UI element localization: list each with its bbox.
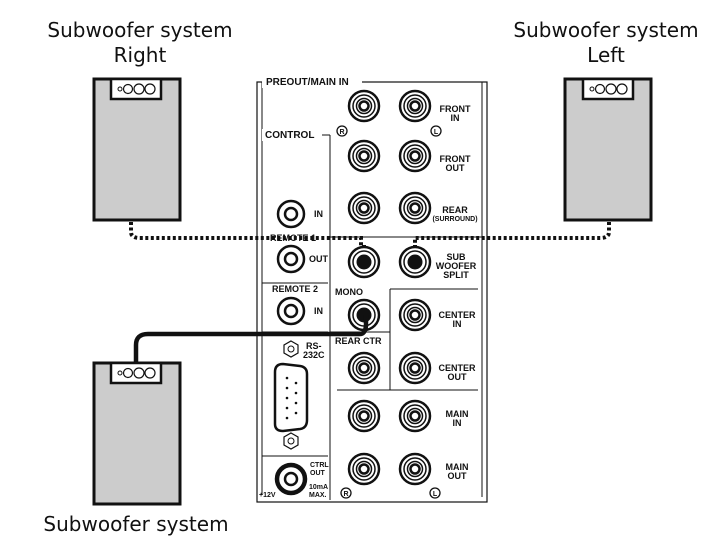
channel-l-marker: L	[434, 129, 439, 136]
speaker-terminal-icon	[109, 361, 163, 385]
caption-sub-mono: Subwoofer system	[43, 512, 228, 536]
remote2-in-jack[interactable]	[276, 296, 306, 326]
ctrl-out-label-2: OUT	[310, 470, 326, 477]
speaker-terminal-icon	[581, 77, 635, 101]
plus12v-label: +12V	[259, 492, 276, 499]
cable-right-dotted	[129, 222, 363, 247]
remote1-out-label: OUT	[309, 254, 329, 264]
remote2-in-label: IN	[314, 306, 323, 316]
speaker-terminal-icon	[109, 77, 163, 101]
main-out-l-jack[interactable]	[398, 452, 432, 486]
center-in-label-2: IN	[453, 319, 462, 329]
ctrl-spec-label-2: MAX.	[309, 492, 327, 499]
sub-split-l-jack[interactable]	[398, 245, 432, 279]
front-in-label-2: IN	[451, 113, 460, 123]
hex-screw-icon	[283, 340, 299, 358]
sub-split-label-3: SPLIT	[443, 270, 469, 280]
main-out-label-2: OUT	[448, 471, 468, 481]
ctrl-out-label-1: CTRL	[310, 462, 329, 469]
subwoofer-left	[563, 77, 653, 222]
caption-sub-right-2: Right	[114, 43, 167, 67]
front-in-r-jack[interactable]	[347, 89, 381, 123]
rs232c-label-2: 232C	[303, 350, 325, 360]
main-in-label-2: IN	[453, 418, 462, 428]
front-out-label-1: FRONT	[440, 154, 471, 164]
channel-l-marker-bottom: L	[433, 491, 438, 498]
caption-sub-right-1: Subwoofer system	[47, 18, 232, 42]
cable-left-dotted	[413, 222, 611, 247]
front-in-l-jack[interactable]	[398, 89, 432, 123]
rear-panel: PREOUT/MAIN IN CONTROL R L FRONT IN FRON…	[256, 76, 488, 503]
main-out-label-1: MAIN	[446, 462, 469, 472]
channel-r-marker: R	[339, 129, 344, 136]
rs232c-port[interactable]	[273, 362, 309, 433]
channel-r-marker-bottom: R	[343, 491, 348, 498]
main-in-r-jack[interactable]	[347, 399, 381, 433]
mono-label: MONO	[335, 287, 363, 297]
center-in-label-1: CENTER	[438, 310, 476, 320]
ctrl-out-jack[interactable]	[276, 464, 306, 494]
sub-split-label-1: SUB	[446, 252, 466, 262]
caption-sub-left-2: Left	[587, 43, 625, 67]
remote1-in-jack[interactable]	[276, 199, 306, 229]
front-out-l-jack[interactable]	[398, 139, 432, 173]
sub-split-label-2: WOOFER	[436, 261, 477, 271]
rear-ctr-label: REAR CTR	[335, 336, 382, 346]
rear-label-2: (SURROUND)	[432, 216, 477, 223]
front-out-label-2: OUT	[446, 163, 466, 173]
preout-main-in-header: PREOUT/MAIN IN	[266, 77, 349, 88]
main-out-r-jack[interactable]	[347, 452, 381, 486]
rear-l-jack[interactable]	[398, 191, 432, 225]
rs232c-label-1: RS-	[306, 341, 322, 351]
center-out-jack[interactable]	[398, 351, 432, 385]
rear-ctr-jack[interactable]	[347, 351, 381, 385]
center-out-label-2: OUT	[448, 372, 468, 382]
ctrl-spec-label-1: 10mA	[309, 484, 328, 491]
rs232c-pins	[285, 376, 298, 420]
main-in-label-1: MAIN	[446, 409, 469, 419]
subwoofer-right	[92, 77, 182, 222]
caption-sub-left-1: Subwoofer system	[513, 18, 698, 42]
front-out-r-jack[interactable]	[347, 139, 381, 173]
front-in-label-1: FRONT	[440, 104, 471, 114]
cable-mono-solid	[133, 315, 369, 363]
control-header: CONTROL	[265, 130, 314, 141]
main-in-l-jack[interactable]	[398, 399, 432, 433]
rear-label-1: REAR	[442, 205, 468, 215]
subwoofer-mono	[92, 361, 182, 506]
remote2-label: REMOTE 2	[272, 284, 318, 294]
remote1-out-jack[interactable]	[276, 244, 306, 274]
hex-screw-icon	[283, 432, 299, 450]
rear-r-jack[interactable]	[347, 191, 381, 225]
center-out-label-1: CENTER	[438, 363, 476, 373]
remote1-label: REMOTE 1	[270, 233, 316, 243]
sub-split-r-jack[interactable]	[347, 245, 381, 279]
remote1-in-label: IN	[314, 209, 323, 219]
center-in-jack[interactable]	[398, 298, 432, 332]
